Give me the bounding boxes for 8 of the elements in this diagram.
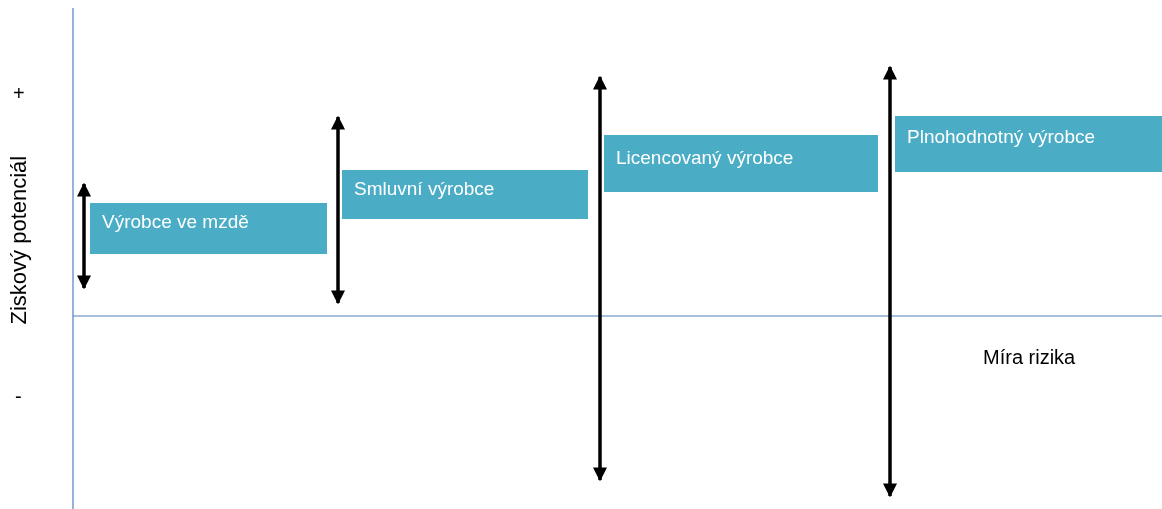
axis-title: Míra rizika [983,347,1076,367]
axis-sign: + [13,83,25,103]
axis-title: Ziskový potenciál [8,155,30,325]
stage-box: Licencovaný výrobce [604,135,878,192]
stage-box: Plnohodnotný výrobce [895,116,1162,172]
axis-sign: - [15,386,22,406]
stage-box: Výrobce ve mzdě [90,203,327,254]
stage-box: Smluvní výrobce [342,170,588,219]
